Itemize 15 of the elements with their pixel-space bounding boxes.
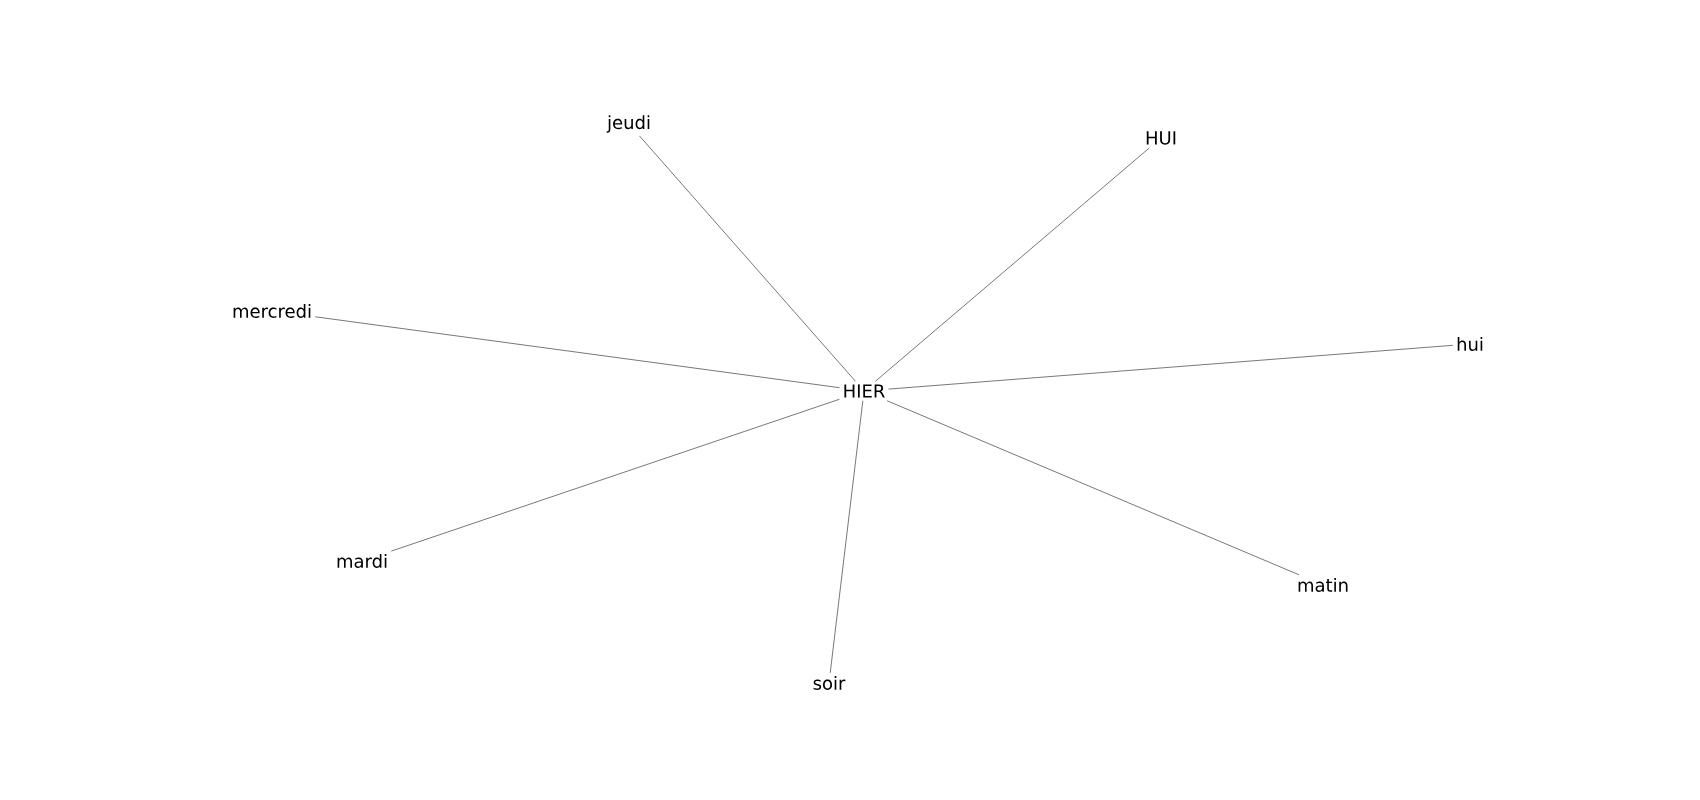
connector-line bbox=[390, 398, 840, 552]
word-label: HUI bbox=[1146, 131, 1176, 145]
word-label: mercredi bbox=[233, 304, 311, 318]
word-label: HIER bbox=[844, 384, 885, 398]
connector-line bbox=[888, 344, 1454, 390]
word-label: jeudi bbox=[606, 115, 650, 133]
connector-line bbox=[829, 400, 864, 674]
connector-line bbox=[886, 400, 1300, 576]
connector-line bbox=[874, 147, 1150, 382]
connector-line bbox=[314, 316, 840, 389]
word-label: hui bbox=[1457, 337, 1483, 351]
word-label: matin bbox=[1298, 578, 1348, 592]
connector-line bbox=[638, 135, 856, 382]
word-label: soir bbox=[813, 676, 846, 690]
word-label: mardi bbox=[337, 554, 387, 568]
